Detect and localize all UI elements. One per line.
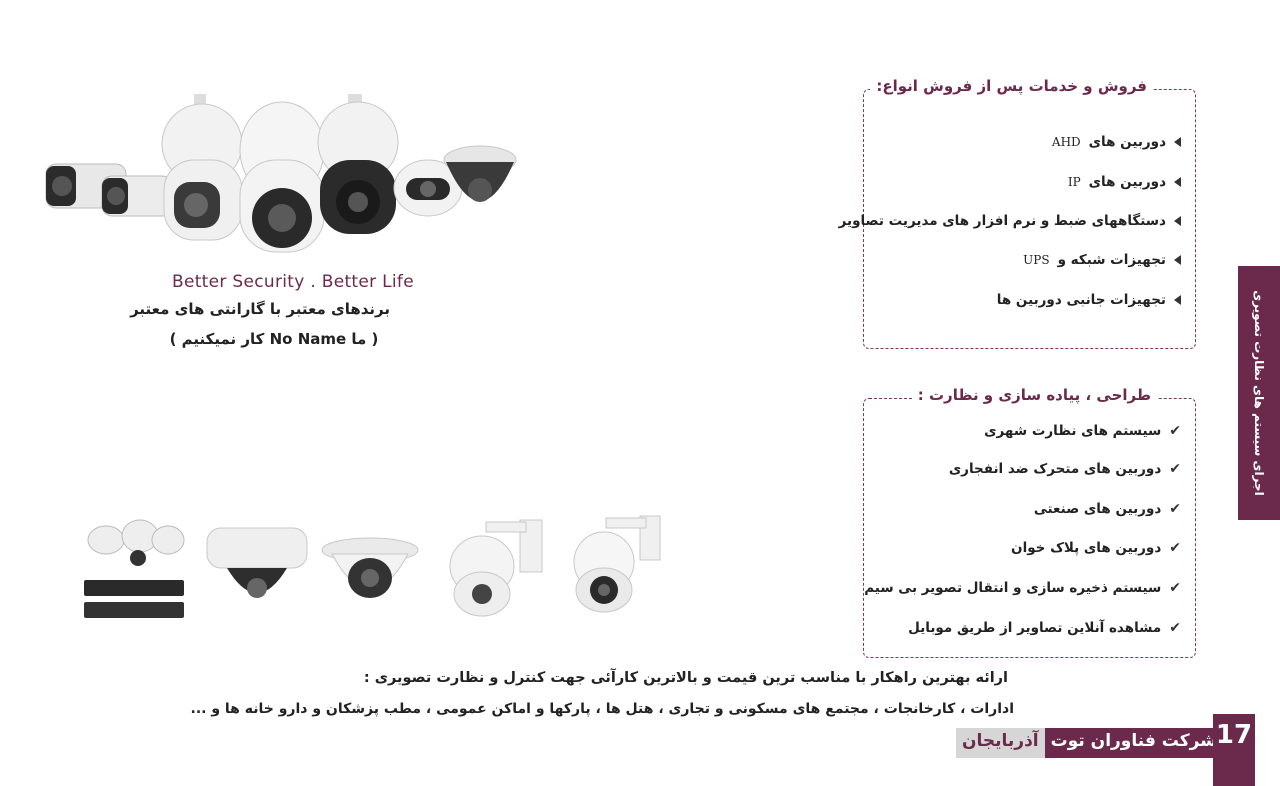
target-sectors: ادارات ، کارخانجات ، مجتمع های مسکونی و …: [190, 701, 1014, 717]
checkmark-icon: ✔: [1169, 580, 1181, 596]
design-item: ✔ مشاهده آنلاین تصاویر از طریق موبایل: [908, 620, 1181, 636]
triangle-bullet-icon: [1174, 177, 1181, 187]
sales-item-latin: AHD: [1051, 135, 1081, 149]
sales-item-label: تجهیزات شبکه و: [1057, 252, 1166, 268]
brands-text: برندهای معتبر با گارانتی های معتبر: [130, 300, 390, 318]
dome-camera-icon: [206, 527, 308, 598]
checkmark-icon: ✔: [1169, 501, 1181, 517]
design-item-label: دوربین های صنعتی: [1033, 501, 1162, 517]
sales-item-ahd: دوربین های AHD: [1052, 134, 1181, 150]
page-number: 17: [1213, 714, 1255, 786]
design-item-label: دوربین های پلاک خوان: [1011, 540, 1162, 556]
sales-box-title: فروش و خدمات پس از فروش انواع:: [870, 77, 1153, 95]
sales-item-label: دوربین های: [1088, 174, 1166, 190]
triangle-bullet-icon: [1174, 295, 1181, 305]
dome-camera-thumbnail-1: [205, 514, 309, 620]
design-item-label: دوربین های متحرک ضد انفجاری: [948, 461, 1162, 477]
nvr-set-thumbnail: [82, 514, 186, 620]
company-name-part1: شرکت فناوران توت: [1044, 728, 1221, 758]
design-item: ✔ سیستم های نظارت شهری: [984, 423, 1181, 439]
ptz-camera-2-icon: [239, 101, 325, 253]
design-item: ✔ سیستم ذخیره سازی و انتقال تصویر بی سیم: [864, 580, 1181, 596]
side-tab-label: اجرای سیستم های نظارت تصویری: [1252, 290, 1266, 496]
sales-services-box: فروش و خدمات پس از فروش انواع: دوربین ها…: [839, 77, 1196, 349]
checkmark-icon: ✔: [1169, 540, 1181, 556]
design-item: ✔ دوربین های متحرک ضد انفجاری: [949, 461, 1181, 477]
sales-item-label: تجهیزات جانبی دوربین ها: [996, 292, 1166, 308]
solutions-statement: ارائه بهترین راهکار با مناسب ترین قیمت و…: [363, 670, 1008, 686]
sales-item-label: دوربین های: [1088, 134, 1166, 150]
nvr-set-icon: [84, 519, 185, 618]
bullet-camera-left-icon: [45, 163, 127, 209]
sales-item-ip: دوربین های IP: [1068, 174, 1181, 190]
triangle-bullet-icon: [1174, 216, 1181, 226]
slogan: Better Security . Better Life: [172, 272, 414, 292]
design-box-title: طراحی ، پیاده سازی و نظارت :: [911, 386, 1157, 404]
ptz-camera-thumbnail-2: [560, 514, 664, 620]
design-item-label: مشاهده آنلاین تصاویر از طریق موبایل: [908, 620, 1162, 636]
turret-camera-icon: [393, 159, 463, 217]
checkmark-icon: ✔: [1169, 461, 1181, 477]
sales-item-accessories: تجهیزات جانبی دوربین ها: [997, 292, 1181, 308]
design-item: ✔ دوربین های صنعتی: [1034, 501, 1181, 517]
sales-item-network: تجهیزات شبکه و UPS: [1023, 252, 1181, 268]
ptz-camera-1-icon: [161, 94, 243, 241]
section-side-tab: اجرای سیستم های نظارت تصویری: [1238, 266, 1280, 520]
wall-ptz-camera-icon: [573, 515, 661, 613]
ptz-camera-thumbnail-1: [442, 514, 546, 620]
triangle-bullet-icon: [1174, 137, 1181, 147]
wall-ptz-camera-icon: [449, 519, 543, 617]
sales-item-label: دستگاههای ضبط و نرم افزار های مدیریت تصا…: [838, 213, 1166, 229]
design-item-label: سیستم ذخیره سازی و انتقال تصویر بی سیم: [864, 580, 1162, 596]
checkmark-icon: ✔: [1169, 620, 1181, 636]
design-implementation-box: طراحی ، پیاده سازی و نظارت : ✔ سیستم های…: [863, 386, 1196, 658]
ptz-camera-3-icon: [317, 94, 399, 234]
noname-text: ( ما No Name کار نمیکنیم ): [169, 330, 379, 348]
dome-camera-thumbnail-2: [318, 514, 422, 620]
company-name-part2: آذربایجان: [956, 728, 1045, 758]
design-item: ✔ دوربین های پلاک خوان: [1011, 540, 1181, 556]
sales-item-latin: UPS: [1023, 253, 1050, 267]
sales-item-latin: IP: [1067, 175, 1081, 189]
camera-group-image: [45, 94, 517, 253]
bullet-camera-right-icon: [101, 175, 173, 217]
checkmark-icon: ✔: [1169, 423, 1181, 439]
design-item-label: سیستم های نظارت شهری: [984, 423, 1162, 439]
dome-camera-icon: [443, 145, 517, 202]
triangle-bullet-icon: [1174, 255, 1181, 265]
company-name: شرکت فناوران توت آذربایجان: [956, 728, 1221, 758]
sales-item-recorders: دستگاههای ضبط و نرم افزار های مدیریت تصا…: [839, 213, 1181, 229]
mini-dome-camera-icon: [321, 537, 419, 598]
